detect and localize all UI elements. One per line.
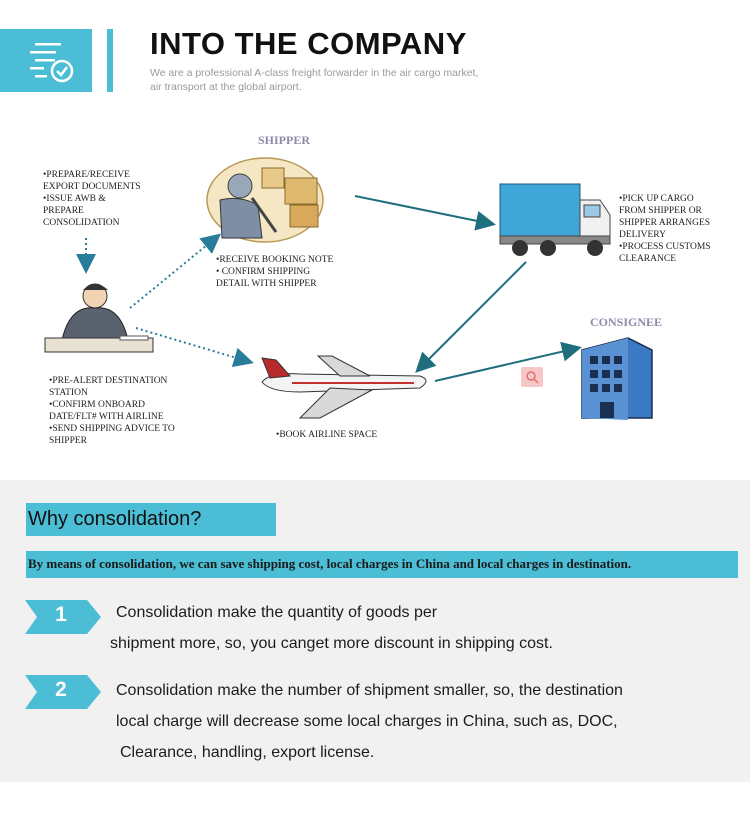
item-1-line-2: shipment more, so, you canget more disco…: [110, 635, 553, 652]
why-heading-box: [26, 503, 276, 536]
number-badge-1: [25, 600, 101, 634]
number-badge-1-label: 1: [55, 603, 67, 626]
number-badge-2: [25, 675, 101, 709]
plane-illustration: [261, 355, 427, 419]
truck-illustration: [499, 183, 611, 256]
item-2-line-2: local charge will decrease some local ch…: [116, 713, 618, 730]
page-title: INTO THE COMPANY: [150, 26, 467, 61]
summary-bar: [26, 551, 738, 578]
why-heading: Why consolidation?: [28, 508, 202, 530]
building-illustration: [581, 337, 653, 420]
forwarder-notes: •PREPARE/RECEIVE EXPORT DOCUMENTS •ISSUE…: [43, 170, 141, 228]
agent-notes: •PRE-ALERT DESTINATION STATION •CONFIRM …: [49, 376, 175, 446]
airline-notes: •BOOK AIRLINE SPACE: [276, 430, 378, 440]
arrow-plane-to-consignee: [434, 341, 582, 382]
number-badge-2-label: 2: [55, 678, 67, 701]
process-diagram: [44, 157, 653, 420]
arrow-truck-to-plane: [415, 261, 527, 373]
shipper-label: SHIPPER: [258, 133, 311, 147]
header-accent-bar: [107, 29, 113, 92]
summary-text: By means of consolidation, we can save s…: [28, 556, 632, 571]
agent-illustration: [44, 283, 154, 353]
header-icon-box: [0, 29, 92, 92]
consignee-label: CONSIGNEE: [590, 315, 663, 329]
item-2-line-3: Clearance, handling, export license.: [120, 744, 375, 761]
zoom-overlay-icon: [521, 367, 543, 387]
shipper-notes: •RECEIVE BOOKING NOTE • CONFIRM SHIPPING…: [216, 255, 334, 289]
page-subtitle: We are a professional A-class freight fo…: [150, 67, 479, 93]
arrow-shipper-to-truck: [354, 195, 496, 231]
truck-notes: •PICK UP CARGO FROM SHIPPER OR SHIPPER A…: [619, 194, 711, 264]
item-2-line-1: Consolidation make the number of shipmen…: [116, 682, 623, 699]
shipper-illustration: [206, 157, 324, 243]
dotted-arrow-agent-to-shipper: [129, 233, 222, 309]
checklist-icon: [30, 43, 74, 83]
item-1-line-1: Consolidation make the quantity of goods…: [116, 604, 438, 621]
